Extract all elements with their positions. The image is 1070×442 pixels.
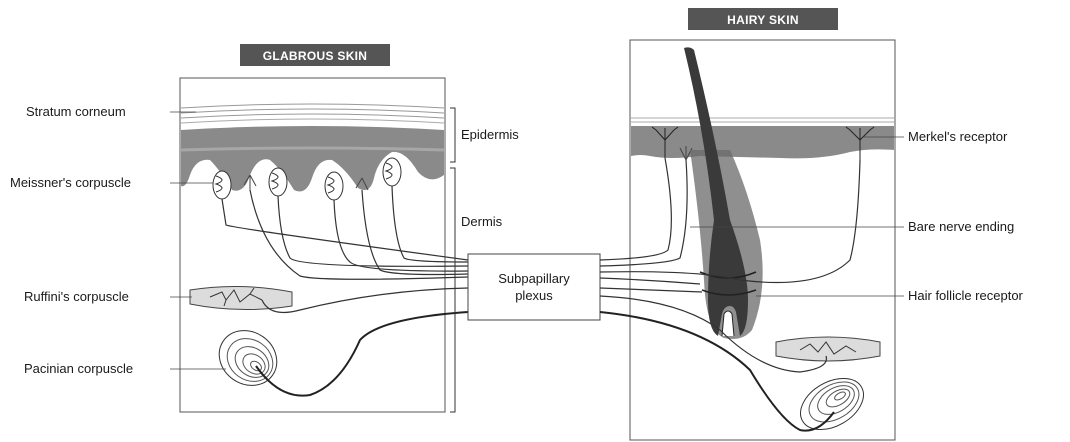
plexus-label-line2: plexus [515, 288, 553, 303]
label-hair-follicle-receptor: Hair follicle receptor [908, 288, 1024, 303]
label-epidermis: Epidermis [461, 127, 519, 142]
label-ruffini-corpuscle: Ruffini's corpuscle [24, 289, 129, 304]
hairy-skin-panel: HAIRY SKIN [600, 8, 895, 440]
label-merkel-receptor: Merkel's receptor [908, 129, 1008, 144]
hairy-banner: HAIRY SKIN [688, 8, 838, 30]
label-pacinian-corpuscle: Pacinian corpuscle [24, 361, 133, 376]
glabrous-skin-panel: GLABROUS SKIN [180, 44, 468, 412]
ruffini-corpuscle-hairy [776, 337, 880, 361]
ruffini-corpuscle [190, 286, 292, 309]
plexus-label-line1: Subpapillary [498, 271, 570, 286]
layer-labels: Epidermis Dermis [461, 127, 519, 229]
glabrous-banner: GLABROUS SKIN [240, 44, 390, 66]
label-bare-nerve-ending: Bare nerve ending [908, 219, 1014, 234]
label-stratum-corneum: Stratum corneum [26, 104, 126, 119]
layer-bracket [450, 108, 455, 412]
hairy-banner-title: HAIRY SKIN [727, 13, 799, 27]
label-dermis: Dermis [461, 214, 503, 229]
glabrous-banner-title: GLABROUS SKIN [263, 49, 368, 63]
label-meissner-corpuscle: Meissner's corpuscle [10, 175, 131, 190]
subpapillary-plexus-box: Subpapillary plexus [468, 254, 600, 320]
